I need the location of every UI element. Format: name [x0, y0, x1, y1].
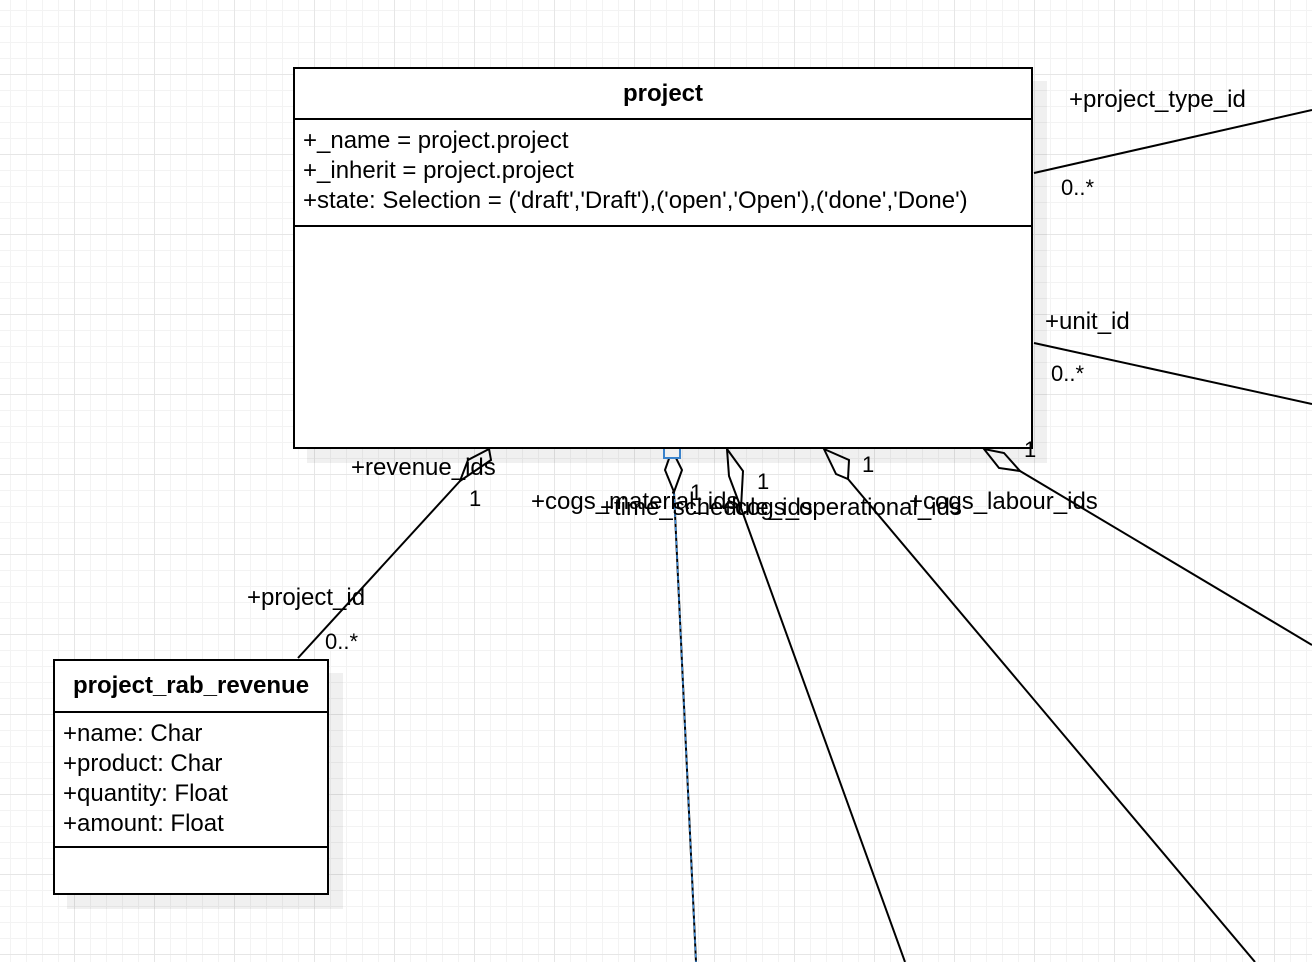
project-type-role-label[interactable]: +project_type_id: [1069, 86, 1246, 113]
revenue-aggregation-diamond: [457, 447, 493, 484]
unit-multiplicity[interactable]: 0..*: [1051, 361, 1085, 386]
time-schedule-aggregation-diamond: [725, 445, 745, 509]
project-attribute: +state: Selection = ('draft','Draft'),('…: [303, 187, 968, 214]
revenue-attribute: +quantity: Float: [63, 780, 228, 807]
revenue-multiplicity[interactable]: 1: [469, 486, 482, 511]
cogs-operational-role-label[interactable]: +cogs_operational_ids: [721, 494, 962, 521]
revenue-attribute: +name: Char: [63, 720, 203, 747]
revenue-attribute: +product: Char: [63, 750, 223, 777]
cogs-labour-edge[interactable]: [1019, 470, 1312, 646]
project-rab-revenue-attributes: +name: Char +product: Char +quantity: Fl…: [55, 713, 327, 848]
time-schedule-multiplicity[interactable]: 1: [757, 469, 770, 494]
cogs-material-edge-highlight: [673, 491, 697, 962]
cogs-labour-aggregation-diamond: [981, 447, 1023, 473]
project-attributes: +_name = project.project +_inherit = pro…: [295, 120, 1031, 227]
project-class-title: project: [295, 69, 1031, 120]
project-rab-revenue-class-title: project_rab_revenue: [55, 661, 327, 713]
time-schedule-role-label[interactable]: +time_schedule_ids: [600, 494, 813, 521]
project-attribute: +_inherit = project.project: [303, 157, 574, 184]
cogs-labour-role-label[interactable]: +cogs_labour_ids: [909, 488, 1098, 515]
revenue-back-multiplicity[interactable]: 0..*: [325, 629, 359, 654]
project-rab-revenue-class-box[interactable]: project_rab_revenue +name: Char +product…: [53, 659, 329, 895]
cogs-material-multiplicity[interactable]: 1: [690, 480, 703, 505]
project-type-edge[interactable]: [1033, 109, 1312, 174]
unit-role-label[interactable]: +unit_id: [1045, 308, 1130, 335]
revenue-attribute: +amount: Float: [63, 810, 224, 837]
time-schedule-edge[interactable]: [740, 507, 906, 962]
cogs-labour-multiplicity[interactable]: 1: [1024, 437, 1037, 462]
project-type-multiplicity[interactable]: 0..*: [1061, 175, 1095, 200]
cogs-material-role-label[interactable]: +cogs_material_ids: [531, 488, 739, 515]
cogs-operational-multiplicity[interactable]: 1: [862, 452, 875, 477]
revenue-edge[interactable]: [297, 480, 461, 659]
cogs-operational-aggregation-diamond: [821, 446, 851, 481]
unit-edge[interactable]: [1033, 342, 1312, 405]
revenue-role-label[interactable]: +revenue_ids: [351, 454, 496, 481]
project-class-box[interactable]: project +_name = project.project +_inher…: [293, 67, 1033, 449]
revenue-back-role-label[interactable]: +project_id: [247, 584, 366, 611]
cogs-material-aggregation-diamond: [663, 447, 684, 495]
cogs-operational-edge[interactable]: [847, 478, 1256, 962]
project-attribute: +_name = project.project: [303, 127, 569, 154]
